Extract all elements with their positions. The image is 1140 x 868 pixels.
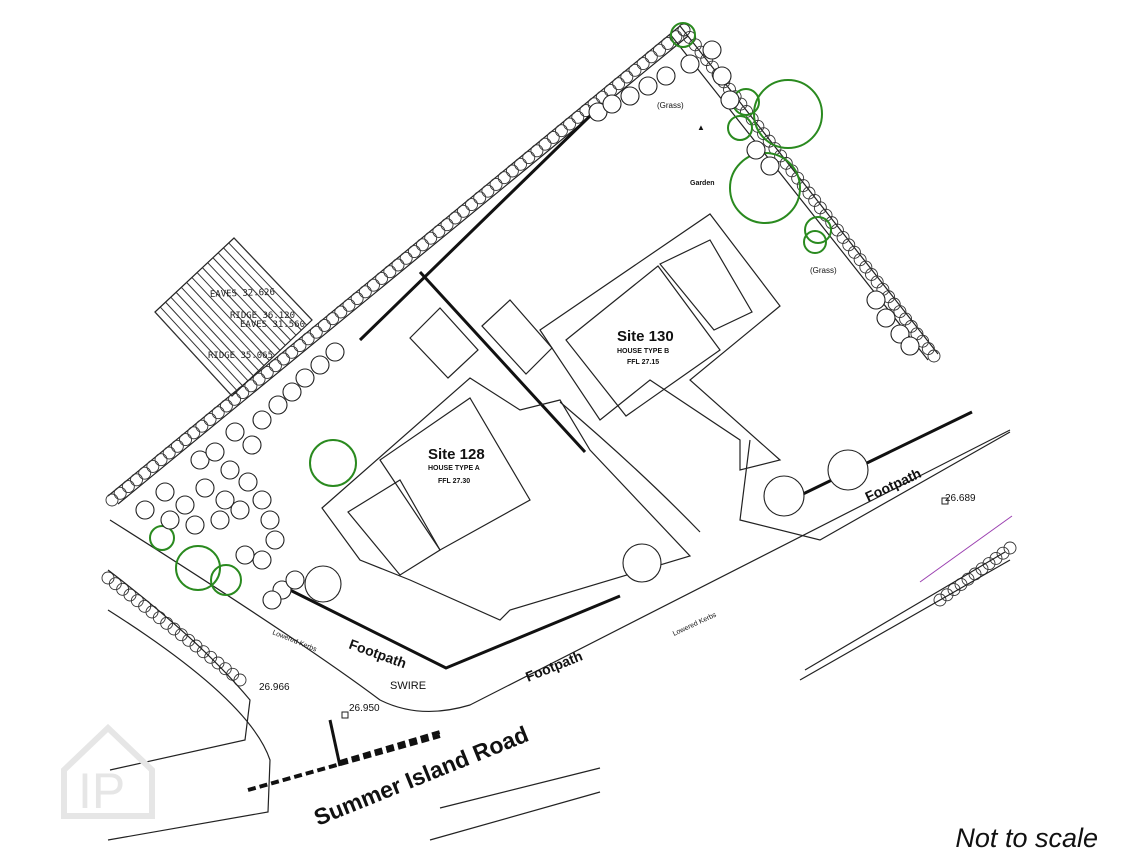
ridge-label-2: RIDGE 35.065 <box>208 351 273 361</box>
lowered-kerbs-left: Lowered Kerbs <box>271 629 318 653</box>
grass-label-right: (Grass) <box>810 266 837 275</box>
dividing-wall <box>418 270 587 454</box>
garden-label: Garden <box>690 180 715 187</box>
site-130-house-type: HOUSE TYPE B <box>617 348 669 355</box>
driveway-edge <box>559 401 701 533</box>
not-to-scale-note: Not to scale <box>955 823 1098 853</box>
site-130-name: Site 130 <box>617 328 674 345</box>
ridge-label-1: RIDGE 36.120 <box>230 311 295 321</box>
logo-watermark-icon: IP <box>61 723 155 819</box>
spot-level-1: 26.966 <box>259 682 290 693</box>
spot-level-2: 26.950 <box>349 703 380 714</box>
lowered-kerbs-right: Lowered Kerbs <box>672 611 718 637</box>
eaves-label-1: EAVES 32.626 <box>210 288 275 300</box>
site-130-house <box>481 213 782 471</box>
shrubs-and-hedges <box>135 40 920 610</box>
sightline-marker <box>328 719 342 767</box>
site-128-name: Site 128 <box>428 446 485 463</box>
footpath-label-mid: Footpath <box>523 648 585 685</box>
hedge-scallops <box>101 23 1017 687</box>
site-128-house-type: HOUSE TYPE A <box>428 465 480 472</box>
front-boundary-wall <box>289 588 621 670</box>
site-130-ffl: FFL 27.15 <box>627 359 659 366</box>
spot-level-marker-2 <box>341 711 349 719</box>
polygonal-trees <box>304 449 869 603</box>
road-edges <box>107 429 1013 841</box>
eaves-label-2: EAVES 31.560 <box>240 320 305 330</box>
neighbour-building-hatched <box>154 237 313 397</box>
site-130-driveway <box>739 431 1011 541</box>
road-dashed-line-2 <box>339 730 441 764</box>
level-marker-icon: ▲ <box>697 123 705 132</box>
footpath-label-left: Footpath <box>347 636 409 672</box>
site-128-ffl: FFL 27.30 <box>438 478 470 485</box>
grass-label-top: (Grass) <box>657 101 684 110</box>
road-dashed-line <box>247 734 441 792</box>
spot-level-marker <box>941 497 949 505</box>
svg-text:IP: IP <box>78 763 125 819</box>
spot-level-3: 26.689 <box>945 493 976 504</box>
swire-label: SWIRE <box>390 680 426 692</box>
boundary-wall <box>358 114 592 342</box>
site-128-house <box>321 307 692 621</box>
